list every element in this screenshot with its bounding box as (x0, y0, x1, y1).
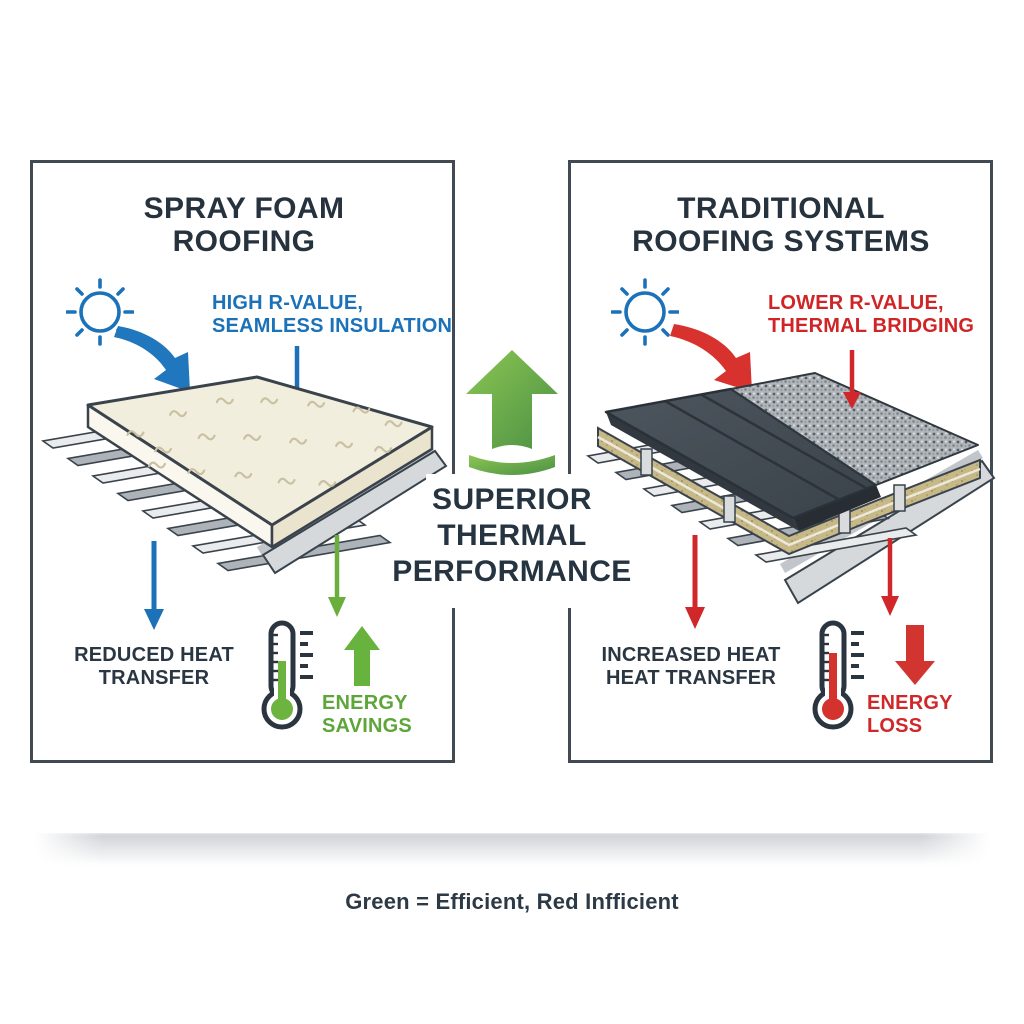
sun-heat-arrow-icon (670, 324, 752, 392)
energy-flow-arrow-icon (328, 535, 346, 617)
traditional-title: TRADITIONAL ROOFING SYSTEMS (598, 192, 964, 258)
headline-line3: PERFORMANCE (392, 555, 632, 588)
sun-heat-arrow-icon (114, 326, 190, 392)
superior-arrow-icon (466, 350, 558, 475)
spray-foam-title: SPRAY FOAM ROOFING (63, 192, 425, 258)
spray-foam-roof-illustration (40, 375, 448, 575)
traditional-title-line1: TRADITIONAL (677, 192, 885, 225)
energy-savings-label: ENERGY SAVINGS (322, 692, 412, 738)
reduced-heat-line2: TRANSFER (98, 667, 210, 689)
thermometer-icon (261, 620, 313, 730)
center-divider-mask (426, 474, 598, 608)
spray-foam-title-line1: SPRAY FOAM (143, 192, 345, 225)
reduced-heat-arrow-icon (144, 541, 164, 630)
insulation-callout-line1: HIGH R-VALUE, (212, 292, 364, 314)
gravel-layer (730, 372, 979, 486)
traditional-roof-illustration (585, 372, 996, 605)
sun-icon (611, 278, 679, 346)
increased-heat-line1: INCREASED HEAT (601, 644, 781, 666)
energy-savings-arrow-icon (344, 626, 380, 686)
increased-heat-arrow-icon (685, 535, 705, 629)
headline: SUPERIOR THERMAL PERFORMANCE (352, 482, 672, 590)
energy-loss-line1: ENERGY (867, 692, 953, 714)
thermal-bridging-callout-line2: THERMAL BRIDGING (768, 315, 975, 337)
spray-foam-title-line2: ROOFING (172, 225, 316, 258)
energy-loss-arrow-icon (895, 625, 935, 685)
headline-line1: SUPERIOR (432, 483, 592, 516)
reduced-heat-label: REDUCED HEAT TRANSFER (34, 644, 274, 690)
energy-loss-label: ENERGY LOSS (867, 692, 953, 738)
reduced-heat-line1: REDUCED HEAT (74, 644, 234, 666)
card-shadow (35, 833, 989, 871)
increased-heat-label: INCREASED HEAT HEAT TRANSFER (571, 644, 811, 690)
legend-caption: Green = Efficient, Red Infficient (345, 889, 679, 914)
headline-line2: THERMAL (437, 519, 587, 552)
traditional-title-line2: ROOFING SYSTEMS (632, 225, 930, 258)
insulation-callout-line2: SEAMLESS INSULATION (212, 315, 453, 337)
thermometer-icon (812, 620, 864, 730)
energy-loss-line2: LOSS (867, 715, 923, 737)
energy-flow-arrow-icon (881, 538, 899, 616)
energy-savings-line2: SAVINGS (322, 715, 412, 737)
thermal-bridging-callout: LOWER R-VALUE, THERMAL BRIDGING (768, 292, 974, 338)
thermal-bridging-callout-line1: LOWER R-VALUE, (768, 292, 944, 314)
bridging-pointer-arrow-icon (843, 350, 861, 409)
energy-savings-line1: ENERGY (322, 692, 408, 714)
thermal-bridge-spacers (640, 448, 906, 534)
insulation-callout: HIGH R-VALUE, SEAMLESS INSULATION (212, 292, 452, 338)
increased-heat-line2: HEAT TRANSFER (605, 667, 776, 689)
spray-foam-layer (86, 375, 434, 527)
